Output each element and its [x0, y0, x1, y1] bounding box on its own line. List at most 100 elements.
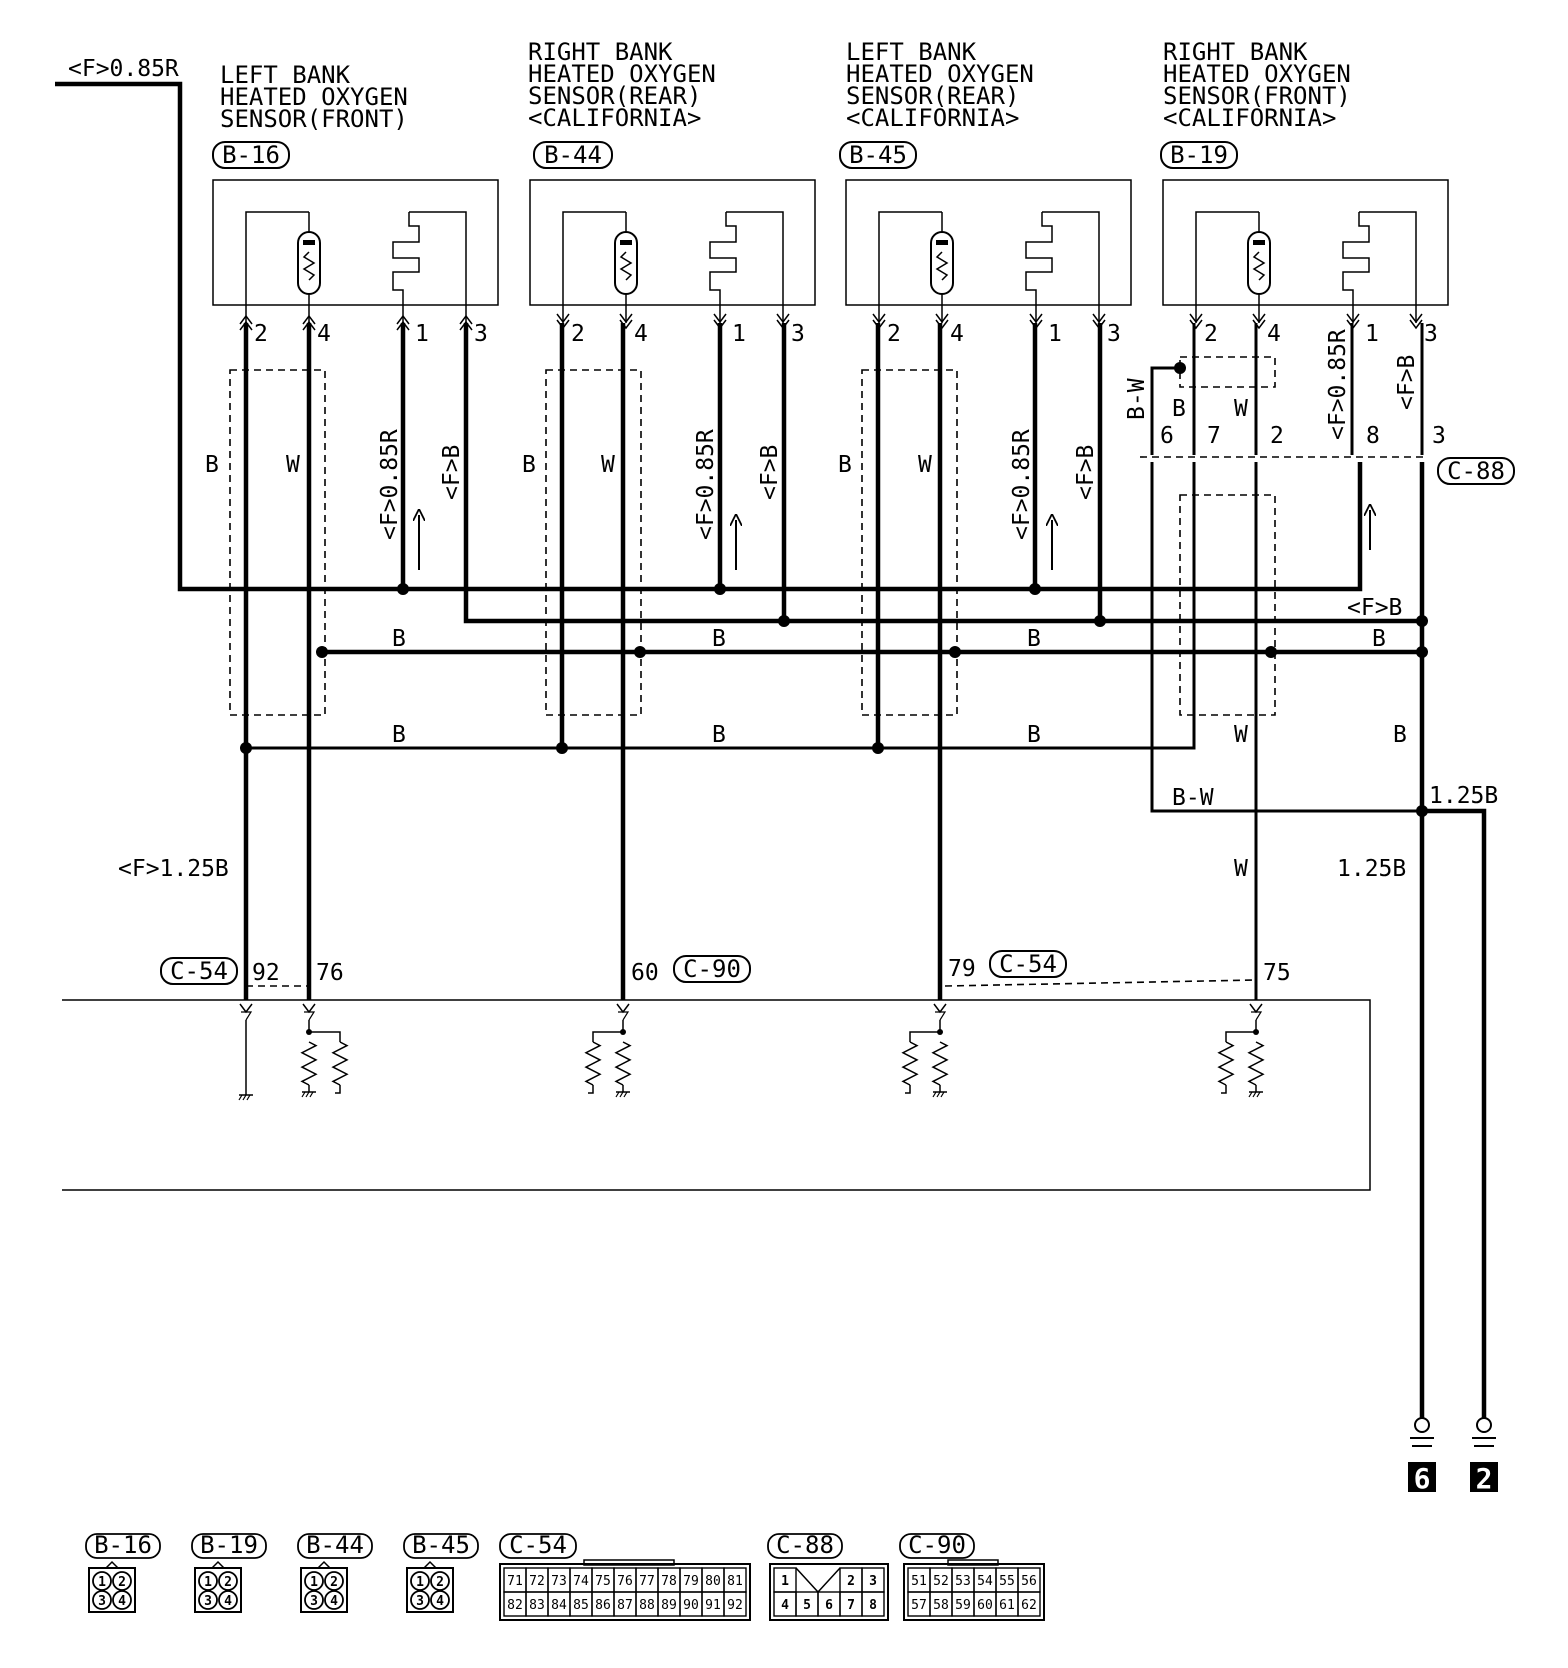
pin-arrow: [556, 313, 570, 324]
svg-text:HEATED OXYGEN: HEATED OXYGEN: [1163, 60, 1351, 88]
pin-arrow: [1409, 313, 1423, 324]
svg-text:8: 8: [869, 1598, 877, 1613]
svg-text:71: 71: [507, 1574, 523, 1589]
svg-text:2: 2: [847, 1574, 855, 1589]
svg-text:1.25B: 1.25B: [1429, 783, 1498, 809]
pin-cell: [723, 1591, 747, 1617]
key-icon: [211, 1560, 225, 1569]
junction-dot: [778, 615, 790, 627]
junction-dot: [1416, 615, 1428, 627]
connector-view-tag-b-19: B-19: [191, 1531, 267, 1559]
pin-cavity: [198, 1571, 218, 1591]
svg-text:4: 4: [781, 1598, 789, 1613]
wire-bw-drain: [1150, 462, 1422, 813]
c88-pin-8: 8: [1366, 423, 1380, 449]
ecu-pin-92: 92: [252, 960, 280, 986]
sensor-pin-label: 2: [254, 321, 268, 347]
junction-dot: [634, 646, 646, 658]
ecu-internal-circuits: [238, 1003, 1265, 1101]
sensor-housing: [529, 179, 816, 306]
svg-text:SENSOR(FRONT): SENSOR(FRONT): [220, 105, 408, 133]
connector-view-tag-c-54: C-54: [499, 1531, 577, 1559]
junction-dot: [1094, 615, 1106, 627]
sensor-pin-label: 1: [415, 321, 429, 347]
sensor-pin-label: 4: [1267, 321, 1281, 347]
svg-text:<F>0.85R: <F>0.85R: [1325, 329, 1351, 440]
ecu-left-break: [50, 996, 62, 1196]
ecu-pin-76: 76: [316, 960, 344, 986]
svg-text:B: B: [712, 722, 726, 748]
c54-right-dashline: [944, 979, 1257, 987]
c88-pin-7: 7: [1207, 423, 1221, 449]
sensor-pin-label: 4: [317, 321, 331, 347]
svg-text:4: 4: [224, 1594, 232, 1609]
heater-icon: [392, 212, 420, 323]
sensor-inner-wire: [409, 211, 467, 323]
svg-text:3: 3: [204, 1594, 212, 1609]
svg-text:W: W: [918, 452, 932, 478]
svg-text:B-45: B-45: [412, 1531, 470, 1559]
svg-text:56: 56: [1021, 1574, 1037, 1589]
open-end-icon: [1221, 1085, 1227, 1094]
key-icon: [105, 1560, 119, 1569]
sensor-title-b44: RIGHT BANK HEATED OXYGEN SENSOR(REAR) <C…: [528, 38, 716, 132]
wire-labels-b19: B-W B W <F>0.85R <F>B: [1124, 329, 1420, 440]
svg-text:86: 86: [595, 1598, 611, 1613]
pin-cavity: [92, 1590, 112, 1610]
top-wire-label: <F>0.85R: [68, 56, 179, 82]
svg-text:W: W: [1234, 396, 1248, 422]
junction-dot: [1174, 362, 1186, 374]
pin-cavity: [92, 1571, 112, 1591]
pin-arrow: [1252, 313, 1266, 324]
svg-text:B: B: [205, 452, 219, 478]
pin-cavity: [410, 1571, 430, 1591]
svg-text:87: 87: [617, 1598, 633, 1613]
svg-text:C-88: C-88: [776, 1531, 834, 1559]
svg-text:4: 4: [436, 1594, 444, 1609]
pin-cell: [1017, 1591, 1041, 1617]
heater-icon: [1025, 212, 1053, 323]
svg-text:<F>0.85R: <F>0.85R: [377, 429, 403, 540]
junction-dot: [306, 1029, 312, 1035]
svg-text:B: B: [712, 626, 726, 652]
svg-text:58: 58: [933, 1598, 949, 1613]
svg-text:59: 59: [955, 1598, 971, 1613]
ecu-pin-arrow: [1249, 1003, 1263, 1014]
sensor-pin-label: 2: [571, 321, 585, 347]
svg-text:57: 57: [911, 1598, 927, 1613]
svg-text:1: 1: [310, 1575, 318, 1590]
heater-icon: [1342, 212, 1370, 323]
key-icon: [947, 1559, 999, 1566]
connector-view-tag-c-88: C-88: [767, 1531, 843, 1559]
svg-text:<F>B: <F>B: [1394, 355, 1420, 410]
sensor-title-b45: LEFT BANK HEATED OXYGEN SENSOR(REAR) <CA…: [846, 38, 1034, 132]
sensor-housing: [212, 179, 499, 306]
svg-text:81: 81: [727, 1574, 743, 1589]
sensor-housing: [1162, 179, 1449, 306]
svg-text:<F>B: <F>B: [1347, 595, 1402, 621]
pin-cavity: [324, 1571, 344, 1591]
resistor-icon: [614, 1041, 632, 1086]
svg-text:B-44: B-44: [306, 1531, 364, 1559]
ecu-pin-60: 60: [631, 960, 659, 986]
sensor-pin-label: 3: [791, 321, 805, 347]
shield-b45: [861, 369, 958, 716]
svg-text:C-90: C-90: [683, 955, 741, 983]
sensor-pin-label: 2: [887, 321, 901, 347]
svg-text:B: B: [392, 626, 406, 652]
svg-text:C-54: C-54: [509, 1531, 567, 1559]
svg-text:88: 88: [639, 1598, 655, 1613]
svg-text:C-88: C-88: [1447, 457, 1505, 485]
junction-dot: [1416, 805, 1428, 817]
sensor-pin-label: 1: [1365, 321, 1379, 347]
svg-text:<F>B: <F>B: [439, 445, 465, 500]
sensor-pin-label: 4: [634, 321, 648, 347]
ground-symbol-2: 2: [1470, 1417, 1498, 1495]
pin-arrow: [396, 314, 410, 325]
connector-tag-b16: B-16: [212, 141, 290, 169]
